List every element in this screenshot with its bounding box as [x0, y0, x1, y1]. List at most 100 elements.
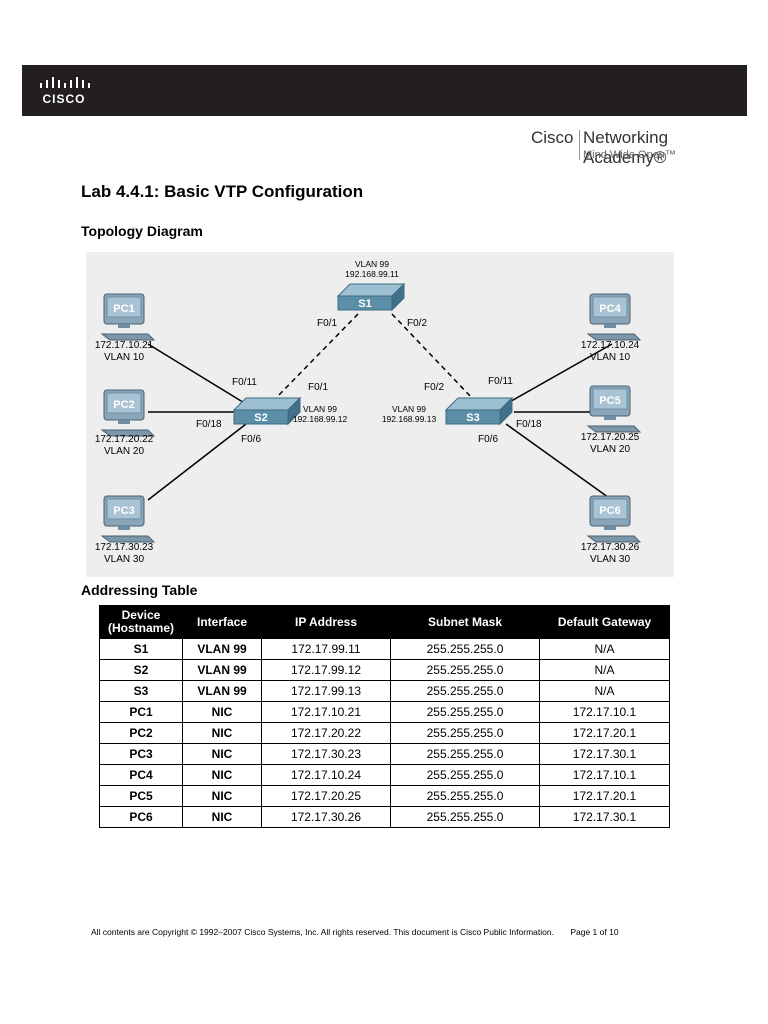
port-s3-pc6: F0/6 — [478, 434, 498, 445]
pc3-ip: 172.17.30.23 — [95, 542, 154, 553]
port-s2-pc3: F0/6 — [241, 434, 261, 445]
academy-brand: Cisco Networking Academy® Mind Wide Open… — [531, 128, 747, 167]
table-cell: 172.17.30.26 — [261, 806, 391, 828]
table-cell: 255.255.255.0 — [390, 764, 540, 786]
pc6-label: PC6 — [599, 505, 620, 517]
col-device: Device(Hostname) — [99, 605, 183, 639]
table-header-row: Device(Hostname) Interface IP Address Su… — [99, 605, 670, 639]
table-cell: VLAN 99 — [182, 680, 262, 702]
pc4-ip: 172.17.10.24 — [581, 340, 640, 351]
table-cell: 172.17.99.11 — [261, 638, 391, 660]
port-s1-left: F0/1 — [317, 318, 337, 329]
pc2: PC2 172.17.20.22 VLAN 20 — [95, 389, 155, 457]
pc5-vlan: VLAN 20 — [590, 444, 630, 455]
table-cell: NIC — [182, 743, 262, 765]
table-cell: VLAN 99 — [182, 638, 262, 660]
port-s3-up: F0/2 — [424, 382, 444, 393]
port-s2-up: F0/1 — [308, 382, 328, 393]
s2-vlan: VLAN 99 — [303, 404, 337, 414]
table-cell: 255.255.255.0 — [390, 701, 540, 723]
table-cell: 255.255.255.0 — [390, 638, 540, 660]
page-footer: All contents are Copyright © 1992–2007 C… — [91, 927, 619, 937]
table-cell: 172.17.20.25 — [261, 785, 391, 807]
table-cell: 172.17.10.24 — [261, 764, 391, 786]
table-cell: NIC — [182, 722, 262, 744]
table-cell: NIC — [182, 806, 262, 828]
pc4-vlan: VLAN 10 — [590, 352, 630, 363]
table-cell: NIC — [182, 764, 262, 786]
port-s2-pc1: F0/11 — [232, 377, 257, 388]
table-cell: 172.17.10.1 — [539, 701, 670, 723]
pc2-ip: 172.17.20.22 — [95, 434, 154, 445]
switch-s1: S1 — [337, 283, 405, 311]
academy-divider — [579, 130, 580, 160]
port-s1-right: F0/2 — [407, 318, 427, 329]
table-cell: S2 — [99, 659, 183, 681]
pc3: PC3 172.17.30.23 VLAN 30 — [95, 495, 155, 565]
pc1-label: PC1 — [113, 303, 134, 315]
switch-s3: S3 — [445, 397, 513, 425]
academy-tagline: Mind Wide Open™ — [583, 149, 676, 161]
col-ip: IP Address — [261, 605, 391, 639]
col-interface: Interface — [182, 605, 262, 639]
s3-vlan: VLAN 99 — [392, 404, 426, 414]
logo-text: CISCO — [42, 92, 86, 106]
table-cell: N/A — [539, 680, 670, 702]
pc1-ip: 172.17.10.21 — [95, 340, 154, 351]
table-cell: 255.255.255.0 — [390, 722, 540, 744]
cisco-logo: CISCO — [38, 75, 90, 107]
addressing-heading: Addressing Table — [81, 582, 198, 598]
topology-diagram: S1 S2 S3 VLAN 99 192.168.99.11 VLAN 99 1… — [86, 252, 674, 577]
table-cell: VLAN 99 — [182, 659, 262, 681]
pc6: PC6 172.17.30.26 VLAN 30 — [581, 495, 641, 565]
table-cell: 172.17.20.22 — [261, 722, 391, 744]
pc4: PC4 172.17.10.24 VLAN 10 — [581, 293, 641, 363]
pc2-label: PC2 — [113, 399, 134, 411]
table-cell: S3 — [99, 680, 183, 702]
port-s2-pc2: F0/18 — [196, 419, 222, 430]
table-cell: 172.17.30.1 — [539, 806, 670, 828]
port-s3-pc5: F0/18 — [516, 419, 542, 430]
col-mask: Subnet Mask — [390, 605, 540, 639]
table-cell: PC5 — [99, 785, 183, 807]
page-number: Page 1 of 10 — [570, 927, 619, 937]
table-cell: 172.17.30.23 — [261, 743, 391, 765]
table-cell: 172.17.10.1 — [539, 764, 670, 786]
table-cell: 172.17.30.1 — [539, 743, 670, 765]
pc5-ip: 172.17.20.25 — [581, 432, 640, 443]
pc5: PC5 172.17.20.25 VLAN 20 — [581, 385, 641, 455]
s1-ip: 192.168.99.11 — [345, 269, 399, 279]
col-gateway: Default Gateway — [539, 605, 670, 639]
table-cell: PC3 — [99, 743, 183, 765]
academy-name: Networking Academy® — [583, 128, 669, 167]
table-cell: 255.255.255.0 — [390, 806, 540, 828]
pc4-label: PC4 — [599, 303, 621, 315]
s2-ip: 192.168.99.12 — [293, 414, 348, 424]
table-cell: 172.17.10.21 — [261, 701, 391, 723]
port-s3-pc4: F0/11 — [488, 376, 513, 387]
addressing-table: Device(Hostname) Interface IP Address Su… — [99, 605, 670, 828]
switch-s2-label: S2 — [254, 412, 267, 424]
table-cell: NIC — [182, 701, 262, 723]
cisco-bars-icon — [40, 77, 90, 88]
switch-s1-label: S1 — [358, 298, 371, 310]
table-cell: N/A — [539, 659, 670, 681]
pc6-ip: 172.17.30.26 — [581, 542, 640, 553]
pc3-label: PC3 — [113, 505, 134, 517]
copyright-text: All contents are Copyright © 1992–2007 C… — [91, 927, 554, 937]
table-cell: PC1 — [99, 701, 183, 723]
pc5-label: PC5 — [599, 395, 620, 407]
pc2-vlan: VLAN 20 — [104, 446, 144, 457]
table-cell: PC2 — [99, 722, 183, 744]
table-cell: PC6 — [99, 806, 183, 828]
s1-vlan: VLAN 99 — [355, 259, 389, 269]
table-cell: PC4 — [99, 764, 183, 786]
s3-ip: 192.168.99.13 — [382, 414, 437, 424]
